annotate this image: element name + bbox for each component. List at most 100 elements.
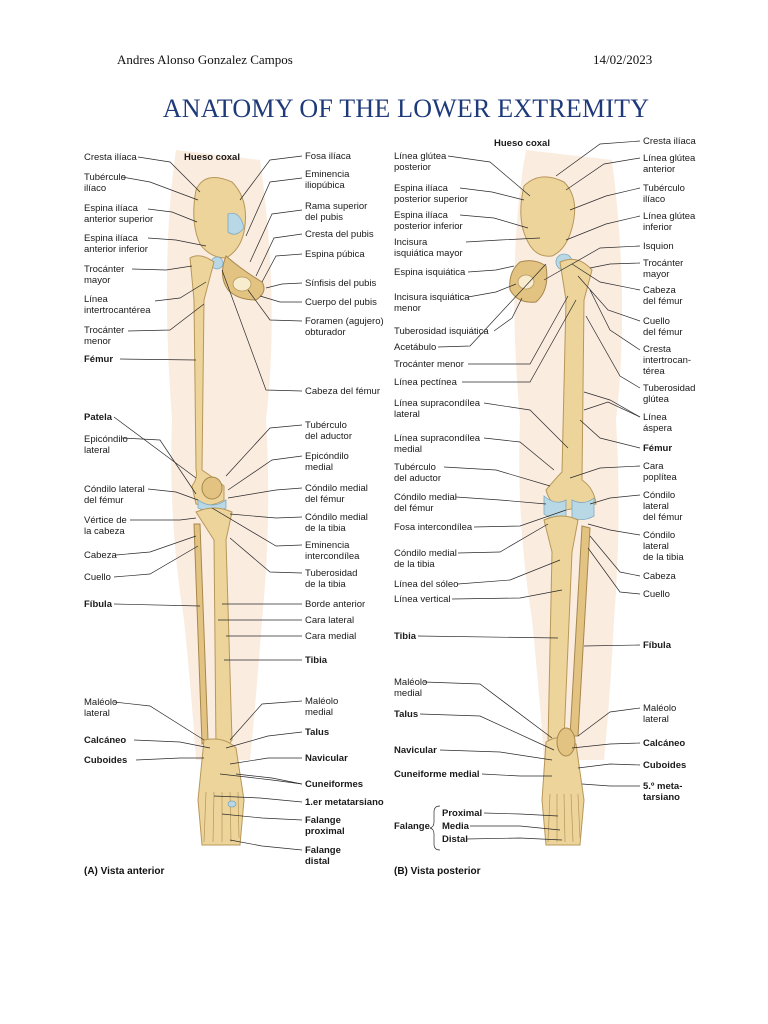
author-name: Andres Alonso Gonzalez Campos [117,52,293,67]
label-calcaneo: Calcáneo [84,735,126,746]
label-p-falange-distal: Distal [442,834,468,845]
anterior-left-leaders [113,156,211,761]
label-cuboides: Cuboides [84,755,127,766]
label-patela: Patela [84,412,113,423]
label-p-cuello: Cuello [643,589,670,600]
label-p-isquion: Isquion [643,241,674,252]
label-p-fosa-intercondilea: Fosa intercondílea [394,522,473,533]
caption-anterior: (A) Vista anterior [84,866,164,877]
label-anterior-hueso-coxal: Hueso coxal [184,152,240,163]
phalanx-group: Falange Proximal Media Distal [394,805,482,851]
label-p-cresta-iliaca: Cresta ilíaca [643,136,697,147]
label-p-linea-vertical: Línea vertical [394,594,451,605]
label-p-cabeza: Cabeza [643,571,676,582]
label-cresta-iliaca: Cresta ilíaca [84,152,138,163]
label-p-navicular: Navicular [394,745,437,756]
anterior-illustration [166,150,272,846]
label-cara-medial: Cara medial [305,631,356,642]
label-p-talus: Talus [394,709,418,720]
label-p-espina-isquiatica: Espina isquiática [394,267,466,278]
label-p-quinto-metatarsiano: 5.º meta-tarsiano [643,781,682,803]
label-cara-lateral: Cara lateral [305,615,354,626]
label-cuerpo-pubis: Cuerpo del pubis [305,297,377,308]
label-sinfisis-pubis: Sínfisis del pubis [305,278,377,289]
anterior-right-leaders [211,155,303,851]
label-espina-pubica: Espina púbica [305,249,365,260]
label-p-femur: Fémur [643,443,672,454]
label-p-trocanter-menor: Trocánter menor [394,359,464,370]
label-cabeza-femur: Cabeza del fémur [305,386,380,397]
caption-posterior: (B) Vista posterior [394,866,481,877]
label-cresta-pubis: Cresta del pubis [305,229,374,240]
label-p-tuberosidad-isquiatica: Tuberosidad isquiática [394,326,489,337]
label-p-falange-proximal: Proximal [442,808,482,819]
label-cabeza: Cabeza [84,550,117,561]
label-fosa-iliaca: Fosa ilíaca [305,151,352,162]
document-date: 14/02/2023 [593,52,653,67]
label-p-tibia: Tibia [394,631,417,642]
label-p-linea-soleo: Línea del sóleo [394,579,458,590]
label-p-falange: Falange [394,821,430,832]
label-talus: Talus [305,727,329,738]
label-p-fibula: Fíbula [643,640,672,651]
label-p-linea-pectinea: Línea pectínea [394,377,458,388]
posterior-illustration [509,150,623,846]
label-cuello: Cuello [84,572,111,583]
page-title: ANATOMY OF THE LOWER EXTREMITY [162,94,650,123]
label-borde-anterior: Borde anterior [305,599,365,610]
label-p-falange-media: Media [442,821,470,832]
label-p-acetabulo: Acetábulo [394,342,436,353]
label-p-calcaneo: Calcáneo [643,738,685,749]
label-cuneiformes: Cuneiformes [305,779,363,790]
label-p-cuboides: Cuboides [643,760,686,771]
label-navicular: Navicular [305,753,348,764]
